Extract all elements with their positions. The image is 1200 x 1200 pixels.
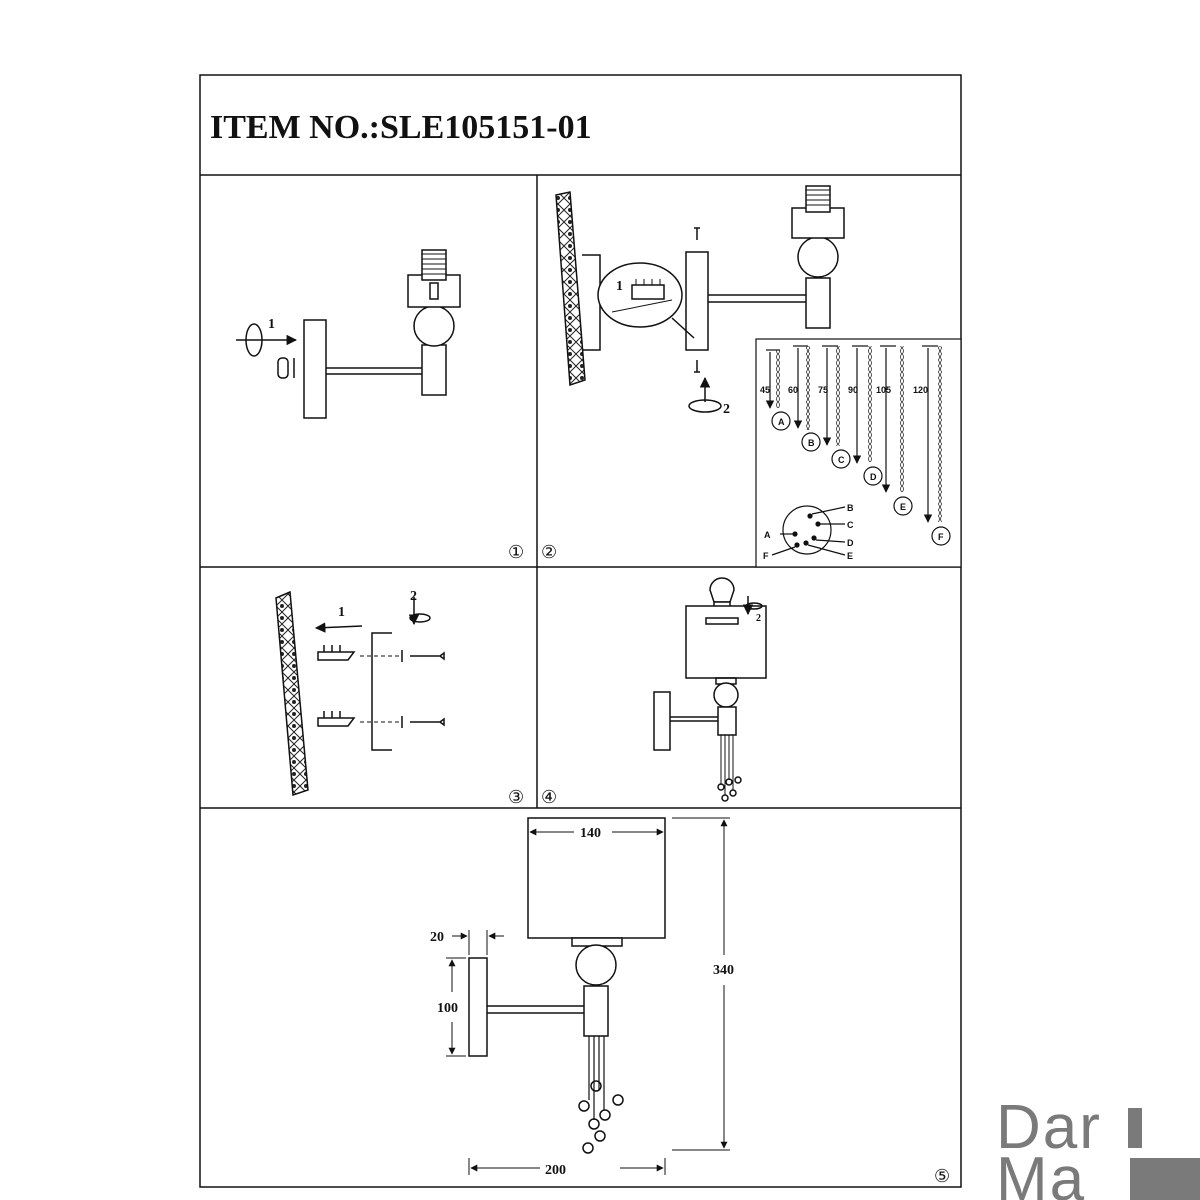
- chain-length-e: 105: [876, 385, 891, 395]
- dimension-drawing: [446, 817, 730, 1175]
- chain-letter-c: C: [838, 455, 845, 465]
- crystal-panel: [555, 191, 586, 387]
- rotate-icon: [245, 323, 263, 357]
- dim-backplate-height: 100: [437, 1001, 458, 1016]
- chain-length-b: 60: [788, 385, 798, 395]
- item-number-title: ITEM NO.:SLE105151-01: [210, 109, 592, 146]
- mounting-bracket: [371, 632, 392, 751]
- chain-letter-e: E: [900, 502, 906, 512]
- dim-total-height: 340: [713, 963, 734, 978]
- chain-B: [793, 345, 821, 452]
- step2-panel: [555, 185, 845, 413]
- svg-text:Ma: Ma: [996, 1145, 1086, 1200]
- backplate: [653, 691, 671, 751]
- screw-bottom: [410, 717, 445, 727]
- step1-arrow-label: 1: [268, 317, 275, 332]
- chain-length-c: 75: [818, 385, 828, 395]
- chain-letter-b: B: [808, 438, 815, 448]
- hub-label-a: A: [764, 530, 771, 540]
- step3-panel: [275, 590, 445, 797]
- lamp-socket: [791, 207, 845, 239]
- chain-F: [922, 345, 951, 546]
- step-number-5: ⑤: [934, 1166, 950, 1187]
- chain-D: [852, 345, 883, 486]
- step2-rotate-label: 2: [723, 402, 730, 417]
- step2-detail-label: 1: [616, 279, 623, 294]
- chain-length-f: 120: [913, 385, 928, 395]
- outer-frame: [199, 74, 962, 1188]
- light-bulb: [709, 577, 735, 603]
- step-number-2: ②: [541, 542, 557, 563]
- lamp-shade: [685, 605, 767, 679]
- backplate: [685, 251, 709, 351]
- ball-joint: [713, 682, 739, 708]
- wall-plug-bottom: [317, 711, 356, 727]
- step-number-3: ③: [508, 787, 524, 808]
- chain-C: [822, 345, 851, 469]
- step-number-1: ①: [508, 542, 524, 563]
- push-arrow: [314, 622, 363, 633]
- step4-panel: [653, 577, 767, 802]
- backplate: [468, 957, 488, 1057]
- step3-rotate-label: 2: [410, 589, 417, 604]
- hub-diagram: [771, 505, 846, 556]
- ball-joint: [575, 944, 617, 986]
- crystal-chains: [588, 1036, 605, 1120]
- arm-tube: [717, 706, 737, 736]
- dim-backplate-depth: 20: [430, 930, 444, 945]
- chain-length-a: 45: [760, 385, 770, 395]
- brand-logo: Dar Ma: [996, 1093, 1200, 1200]
- chain-length-d: 90: [848, 385, 858, 395]
- wall-plug-top: [317, 645, 356, 661]
- step-number-4: ④: [541, 787, 557, 808]
- hub-label-b: B: [847, 503, 854, 513]
- chain-A: [765, 349, 791, 431]
- screw-top: [410, 651, 445, 661]
- hub-label-d: D: [847, 538, 854, 548]
- wiring-detail: [597, 262, 683, 328]
- ball-joint: [797, 236, 839, 278]
- arm-tube: [421, 344, 447, 396]
- terminal-block: [631, 284, 665, 300]
- chain-E: [880, 345, 913, 516]
- chain-letter-f: F: [938, 532, 944, 542]
- dim-total-depth: 200: [545, 1163, 566, 1178]
- crystal-chains: [720, 735, 734, 795]
- step3-push-label: 1: [338, 605, 345, 620]
- arm-tube: [805, 277, 831, 329]
- nut-icon: [277, 357, 289, 379]
- step1-panel: [236, 249, 461, 419]
- chain-length-labels: 45 60 75 90 105 120 A B C D E F A B C D …: [760, 385, 944, 561]
- lamp-shade: [527, 817, 666, 939]
- crystal-panel: [275, 590, 309, 797]
- chain-length-inset: [755, 338, 962, 568]
- ball-joint: [413, 305, 455, 347]
- chain-letter-a: A: [778, 417, 785, 427]
- hub-label-f: F: [763, 551, 769, 561]
- arm-tube: [583, 985, 609, 1037]
- hub-label-c: C: [847, 520, 854, 530]
- dim-shade-width: 140: [580, 826, 601, 841]
- rotate-icon: [688, 399, 722, 413]
- backplate: [303, 319, 327, 419]
- svg-text:Dar: Dar: [996, 1093, 1102, 1162]
- step4-rotate-label: 2: [756, 613, 761, 624]
- hub-label-e: E: [847, 551, 853, 561]
- chain-letter-d: D: [870, 472, 877, 482]
